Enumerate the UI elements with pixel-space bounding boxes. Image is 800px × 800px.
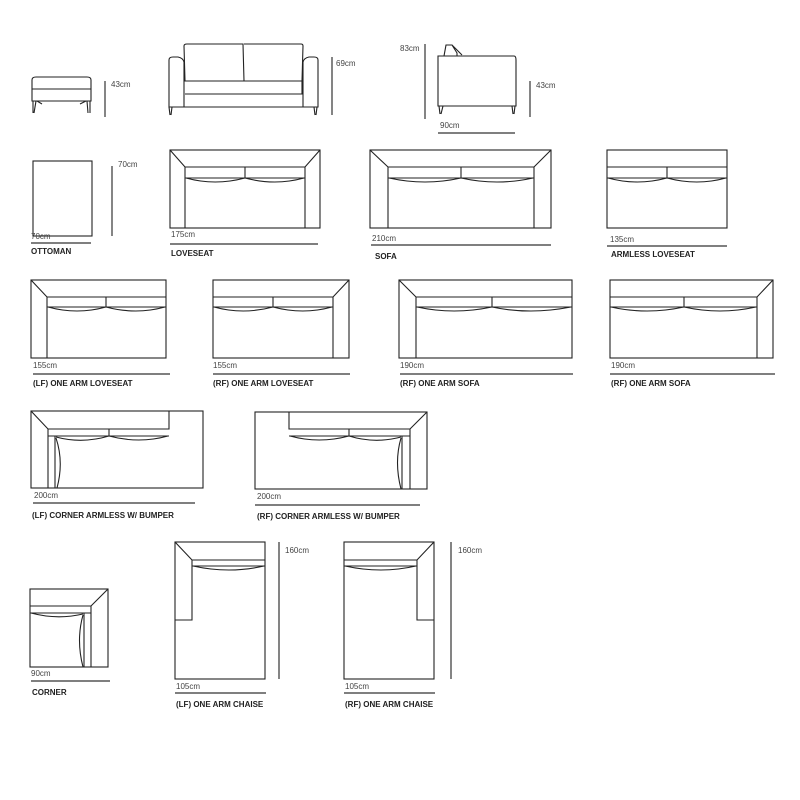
ottoman-elevation: 43cm xyxy=(31,76,131,117)
dimension-label: 105cm xyxy=(176,682,200,691)
dimension-label: 43cm xyxy=(111,80,131,89)
dimension-label: 210cm xyxy=(372,234,396,243)
dimension-label: 70cm xyxy=(118,160,138,169)
piece-label: (LF) ONE ARM LOVESEAT xyxy=(33,379,133,388)
dimension-label: 155cm xyxy=(213,361,237,370)
one-arm-sofa-plan-2: 190cm (RF) ONE ARM SOFA xyxy=(609,279,775,388)
piece-label: (LF) CORNER ARMLESS W/ BUMPER xyxy=(32,511,174,520)
piece-label: ARMLESS LOVESEAT xyxy=(611,250,695,259)
dimension-label: 90cm xyxy=(31,669,51,678)
rf-corner-armless-bumper-plan: 200cm (RF) CORNER ARMLESS W/ BUMPER xyxy=(254,411,428,521)
piece-label: SOFA xyxy=(375,252,397,261)
side-elevation: 83cm 43cm 90cm xyxy=(400,44,556,134)
dimension-label: 155cm xyxy=(33,361,57,370)
piece-label: (RF) ONE ARM LOVESEAT xyxy=(213,379,314,388)
piece-label: CORNER xyxy=(32,688,67,697)
piece-label: (RF) ONE ARM SOFA xyxy=(400,379,480,388)
piece-label: LOVESEAT xyxy=(171,249,214,258)
dimension-label: 190cm xyxy=(400,361,424,370)
piece-label: (RF) ONE ARM SOFA xyxy=(611,379,691,388)
dimension-label: 175cm xyxy=(171,230,195,239)
dimension-label: 135cm xyxy=(610,235,634,244)
one-arm-sofa-plan-1: 190cm (RF) ONE ARM SOFA xyxy=(398,279,573,388)
dimension-label: 190cm xyxy=(611,361,635,370)
dimension-label: 69cm xyxy=(336,59,356,68)
loveseat-elevation: 69cm xyxy=(168,43,356,116)
piece-label: (LF) ONE ARM CHAISE xyxy=(176,700,264,709)
rf-one-arm-loveseat-plan: 155cm (RF) ONE ARM LOVESEAT xyxy=(212,279,350,388)
armless-loveseat-plan: 135cm ARMLESS LOVESEAT xyxy=(606,149,728,259)
dimension-label: 160cm xyxy=(285,546,309,555)
ottoman-plan: 70cm 70cm OTTOMAN xyxy=(31,160,138,256)
lf-one-arm-chaise-plan: 160cm 105cm (LF) ONE ARM CHAISE xyxy=(174,541,309,709)
sofa-plan: 210cm SOFA xyxy=(369,149,552,261)
lf-one-arm-loveseat-plan: 155cm (LF) ONE ARM LOVESEAT xyxy=(30,279,170,388)
dimension-label: 43cm xyxy=(536,81,556,90)
lf-corner-armless-bumper-plan: 200cm (LF) CORNER ARMLESS W/ BUMPER xyxy=(30,410,204,520)
dimension-label: 70cm xyxy=(31,232,51,241)
piece-label: (RF) CORNER ARMLESS W/ BUMPER xyxy=(257,512,400,521)
rf-one-arm-chaise-plan: 160cm 105cm (RF) ONE ARM CHAISE xyxy=(343,541,482,709)
piece-label: OTTOMAN xyxy=(31,247,72,256)
dimension-label: 105cm xyxy=(345,682,369,691)
loveseat-plan: 175cm LOVESEAT xyxy=(169,149,321,258)
corner-plan: 90cm CORNER xyxy=(29,588,110,697)
piece-label: (RF) ONE ARM CHAISE xyxy=(345,700,434,709)
dimension-label: 83cm xyxy=(400,44,420,53)
dimension-label: 90cm xyxy=(440,121,460,130)
dimension-label: 160cm xyxy=(458,546,482,555)
dimension-label: 200cm xyxy=(34,491,58,500)
dimension-label: 200cm xyxy=(257,492,281,501)
